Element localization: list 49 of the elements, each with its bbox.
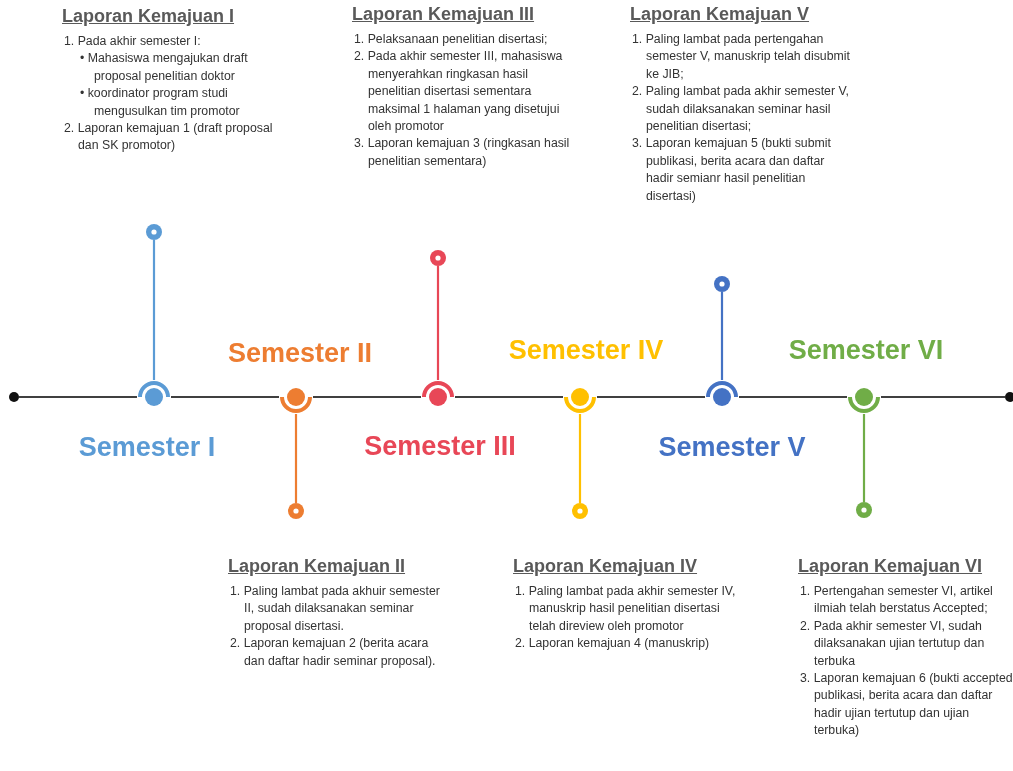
semester-label: Semester V bbox=[658, 431, 806, 463]
report-heading: Laporan Kemajuan I bbox=[62, 6, 236, 27]
list-item: 2. Paling lambat pada akhir semester V, sudah dilaksanakan seminar hasil penelitian disertasi; bbox=[631, 83, 850, 136]
timeline-line bbox=[455, 395, 563, 399]
semester-label: Semester III bbox=[364, 430, 516, 462]
report-heading: Laporan Kemajuan III bbox=[352, 4, 536, 25]
pin-line bbox=[294, 414, 298, 503]
list-item: 3. Laporan kemajuan 6 (bukti accepted publikasi, berita acara dan daftar hadir ujian tertutup dan ujian terbuka) bbox=[799, 670, 1013, 740]
list-item: 1. Pelaksanaan penelitian disertasi; bbox=[353, 31, 549, 48]
list-item: 1. Paling lambat pada akhuir semester II, sudah dilaksanakan seminar proposal disertasi. bbox=[229, 583, 441, 635]
semester-label: Semester I bbox=[78, 431, 216, 463]
list-item: 3. Laporan kemajuan 3 (ringkasan hasil penelitian sementara) bbox=[353, 135, 571, 170]
timeline-line bbox=[171, 395, 279, 399]
report-heading: Laporan Kemajuan VI bbox=[798, 556, 984, 577]
list-item: 1. Paling lambat pada akhir semester IV, manuskrip hasil penelitian disertasi telah direview oleh promotor bbox=[514, 583, 737, 635]
pin-dot bbox=[288, 503, 304, 519]
list-item: 1. Paling lambat pada pertengahan semester V, manuskrip telah disubmit ke JIB; bbox=[631, 31, 850, 83]
pin-line bbox=[578, 414, 582, 503]
pin-dot bbox=[714, 276, 730, 292]
pin-line bbox=[152, 240, 156, 380]
report-heading: Laporan Kemajuan V bbox=[630, 4, 811, 25]
list-item: 2. Laporan kemajuan 4 (manuskrip) bbox=[514, 635, 711, 653]
pin-dot bbox=[430, 250, 446, 266]
pin-dot bbox=[572, 503, 588, 519]
list-item: 1. Pada akhir semester I: bbox=[63, 33, 202, 50]
report-heading: Laporan Kemajuan IV bbox=[513, 556, 699, 577]
list-item: 2. Pada akhir semester III, mahasiswa menyerahkan ringkasan hasil penelitian disertasi sementara maksimal 1 halaman yang disetujui oleh promotor bbox=[353, 48, 564, 136]
timeline-end-dot bbox=[9, 392, 19, 402]
timeline-line bbox=[597, 395, 705, 399]
semester-label: Semester IV bbox=[508, 334, 664, 366]
list-item: 1. Pertengahan semester VI, artikel ilmiah telah berstatus Accepted; bbox=[799, 583, 994, 618]
timeline-line bbox=[19, 395, 137, 399]
list-item: 2. Laporan kemajuan 1 (draft proposal dan SK promotor) bbox=[63, 120, 274, 155]
list-item: 2. Laporan kemajuan 2 (berita acara dan daftar hadir seminar proposal). bbox=[229, 635, 437, 670]
pin-dot bbox=[146, 224, 162, 240]
report-heading: Laporan Kemajuan II bbox=[228, 556, 407, 577]
pin-dot bbox=[856, 502, 872, 518]
list-item: • Mahasiswa mengajukan draft proposal penelitian doktor bbox=[79, 50, 249, 85]
timeline-line bbox=[739, 395, 847, 399]
pin-line bbox=[862, 414, 866, 502]
semester-label: Semester VI bbox=[788, 334, 944, 366]
timeline-line bbox=[313, 395, 421, 399]
timeline-line bbox=[881, 395, 1005, 399]
semester-label: Semester II bbox=[227, 337, 373, 369]
list-item: 3. Laporan kemajuan 5 (bukti submit publikasi, berita acara dan daftar hadir semianr hasil penelitian disertasi) bbox=[631, 135, 832, 205]
list-item: 2. Pada akhir semester VI, sudah dilaksanakan ujian tertutup dan terbuka bbox=[799, 617, 986, 670]
pin-line bbox=[720, 292, 724, 380]
pin-line bbox=[436, 266, 440, 380]
list-item: • koordinator program studi mengusulkan tim promotor bbox=[79, 85, 241, 120]
